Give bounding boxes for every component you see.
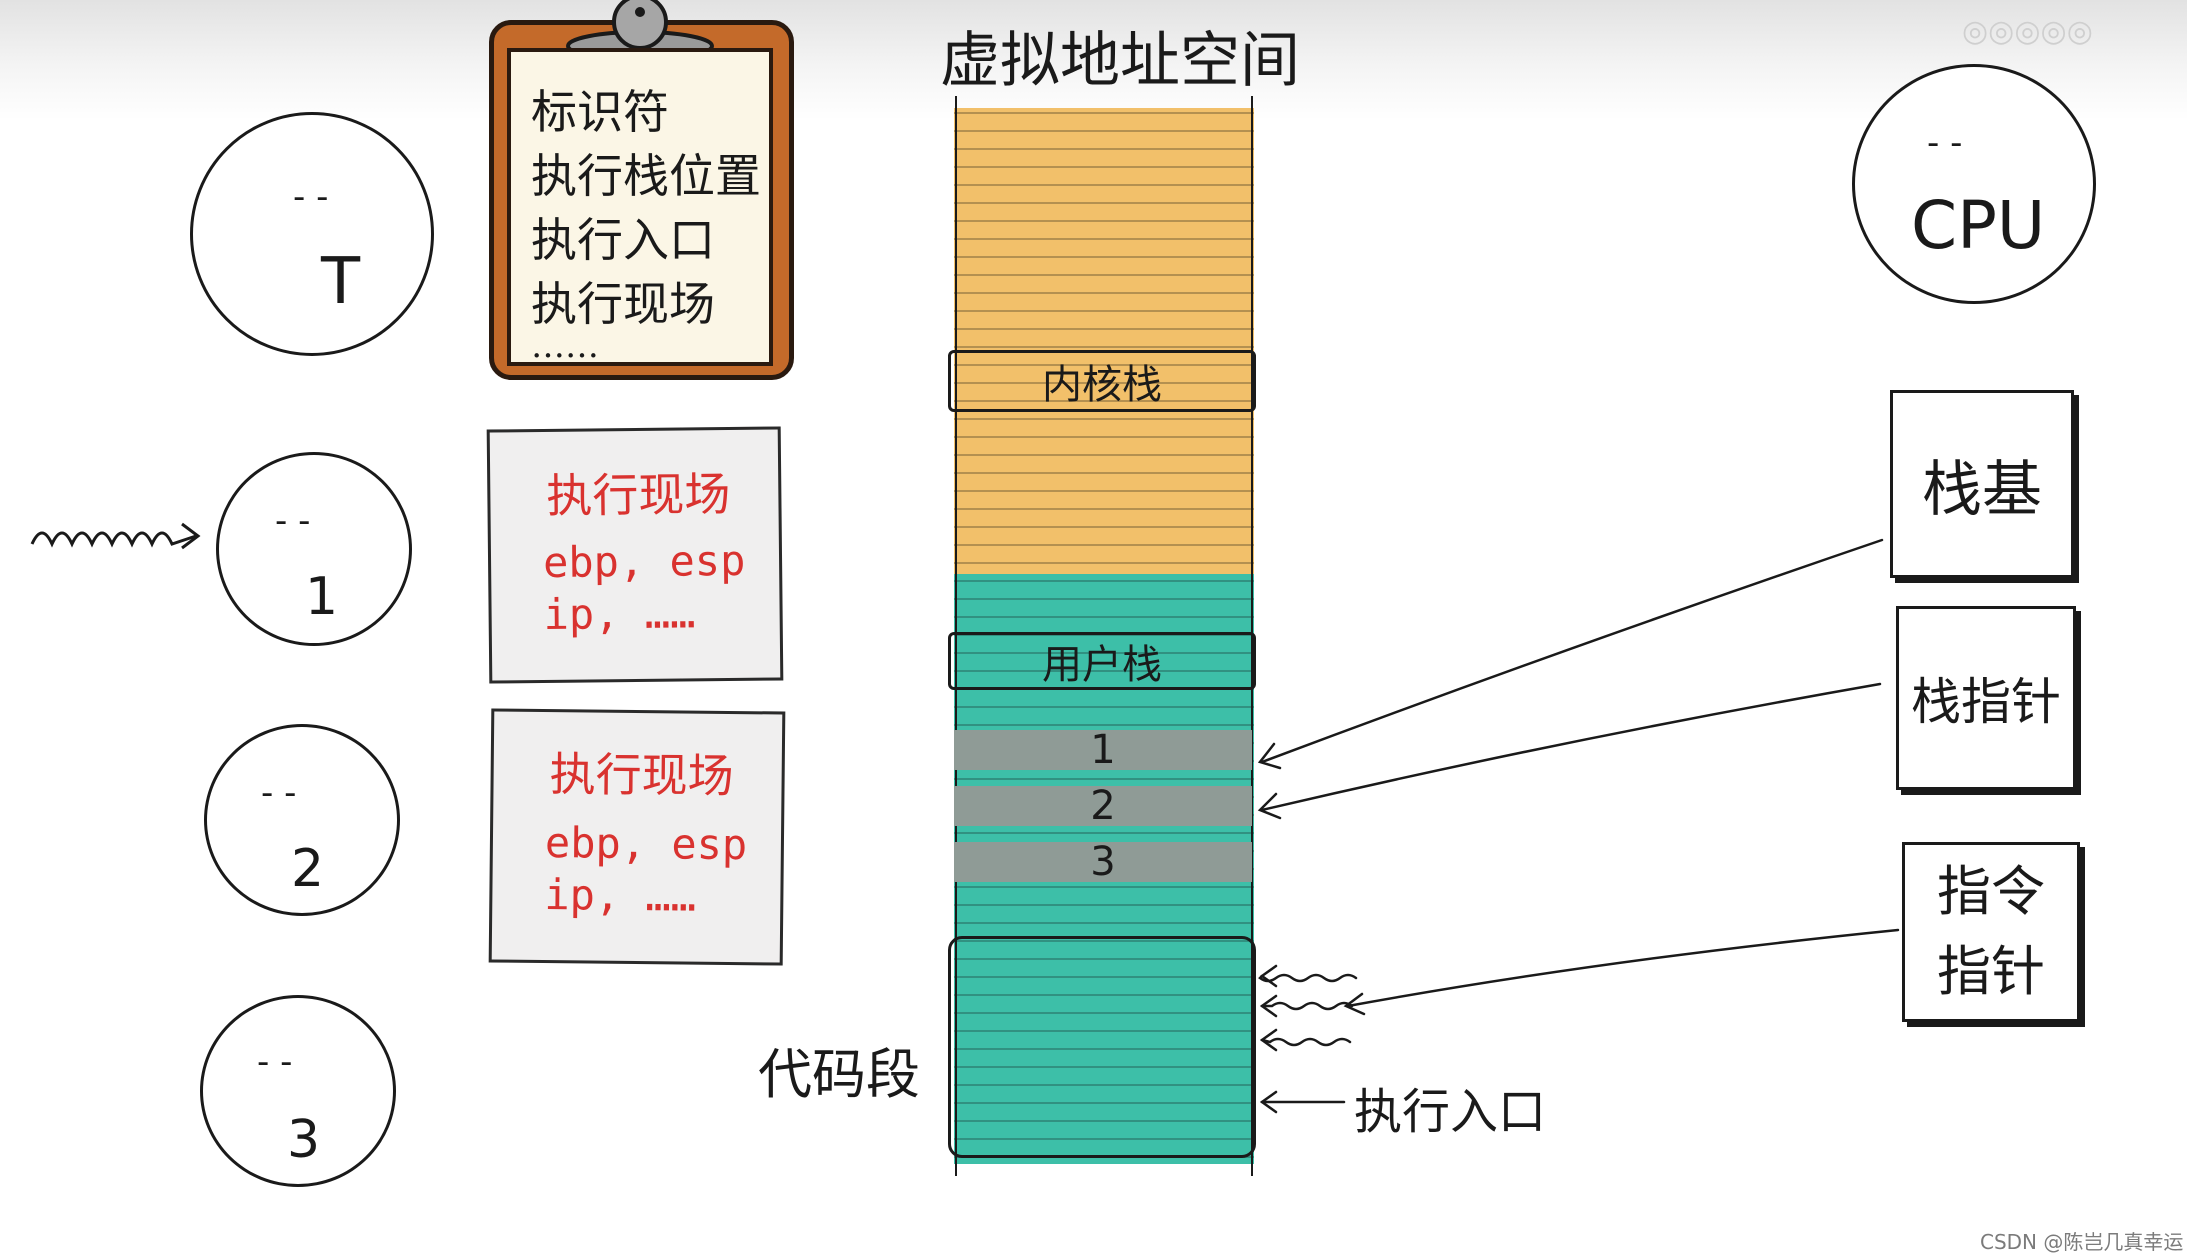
cpu-face: - - CPU: [1852, 64, 2096, 304]
thread-1-eyes: - -: [275, 501, 311, 541]
stack-pointer-label: 栈指针: [1911, 673, 2061, 731]
wavy-arrow: [28, 510, 208, 560]
instruction-pointer-label: 指令 指针: [1937, 860, 2045, 1003]
thread-face-1: - - 1: [216, 452, 412, 646]
stack-frame-2: 2: [954, 783, 1252, 829]
thread-face-2: - - 2: [204, 724, 400, 916]
instruction-pointer-register: 指令 指针: [1902, 842, 2080, 1022]
code-segment: [948, 936, 1256, 1158]
clipboard-paper: 标识符 执行栈位置 执行入口 执行现场 ……: [507, 48, 773, 366]
watermark: CSDN @陈岂几真幸运: [1980, 1230, 2184, 1254]
cpu-label: CPU: [1911, 187, 2046, 264]
cpu-eyes: - -: [1927, 123, 1963, 163]
clipboard-line-ellipsis: ……: [531, 326, 599, 366]
clipboard-line-identifier: 标识符: [531, 85, 669, 139]
entry-label: 执行入口: [1354, 1084, 1547, 1140]
process-face: - - T: [190, 112, 434, 356]
thread-face-3: - - 3: [200, 995, 396, 1187]
code-segment-label: 代码段: [758, 1043, 920, 1106]
code-arrow-1: [1258, 973, 1358, 983]
top-gradient: [0, 0, 2187, 120]
kernel-stack: 内核栈: [948, 350, 1256, 412]
thread-3-eyes: - -: [257, 1042, 293, 1082]
code-arrow-3: [1260, 1037, 1352, 1047]
instruction-pointer-arrow: [1346, 928, 1900, 1008]
thread-3-label: 3: [287, 1110, 321, 1170]
clipboard-line-context: 执行现场: [531, 277, 715, 331]
stack-base-register: 栈基: [1890, 390, 2074, 578]
stack-base-arrow: [1260, 538, 1884, 764]
process-mouth: T: [321, 245, 361, 319]
clipboard-line-entry: 执行入口: [531, 213, 715, 267]
process-eyes: - -: [293, 177, 329, 217]
thread-2-eyes: - -: [261, 773, 297, 813]
stack-base-label: 栈基: [1922, 454, 2042, 525]
user-stack: 用户栈: [948, 632, 1256, 690]
thread-1-label: 1: [305, 567, 339, 627]
stack-frame-1: 1: [954, 727, 1252, 773]
stack-pointer-arrow: [1260, 682, 1882, 812]
thread-2-label: 2: [291, 839, 325, 899]
code-arrow-2: [1260, 1001, 1354, 1011]
stack-frame-3: 3: [954, 839, 1252, 885]
corner-logo: ◎◎◎◎◎: [1962, 14, 2093, 49]
stack-pointer-register: 栈指针: [1896, 606, 2076, 790]
clipboard-line-stack-position: 执行栈位置: [531, 149, 761, 203]
diagram-title: 虚拟地址空间: [940, 26, 1300, 96]
